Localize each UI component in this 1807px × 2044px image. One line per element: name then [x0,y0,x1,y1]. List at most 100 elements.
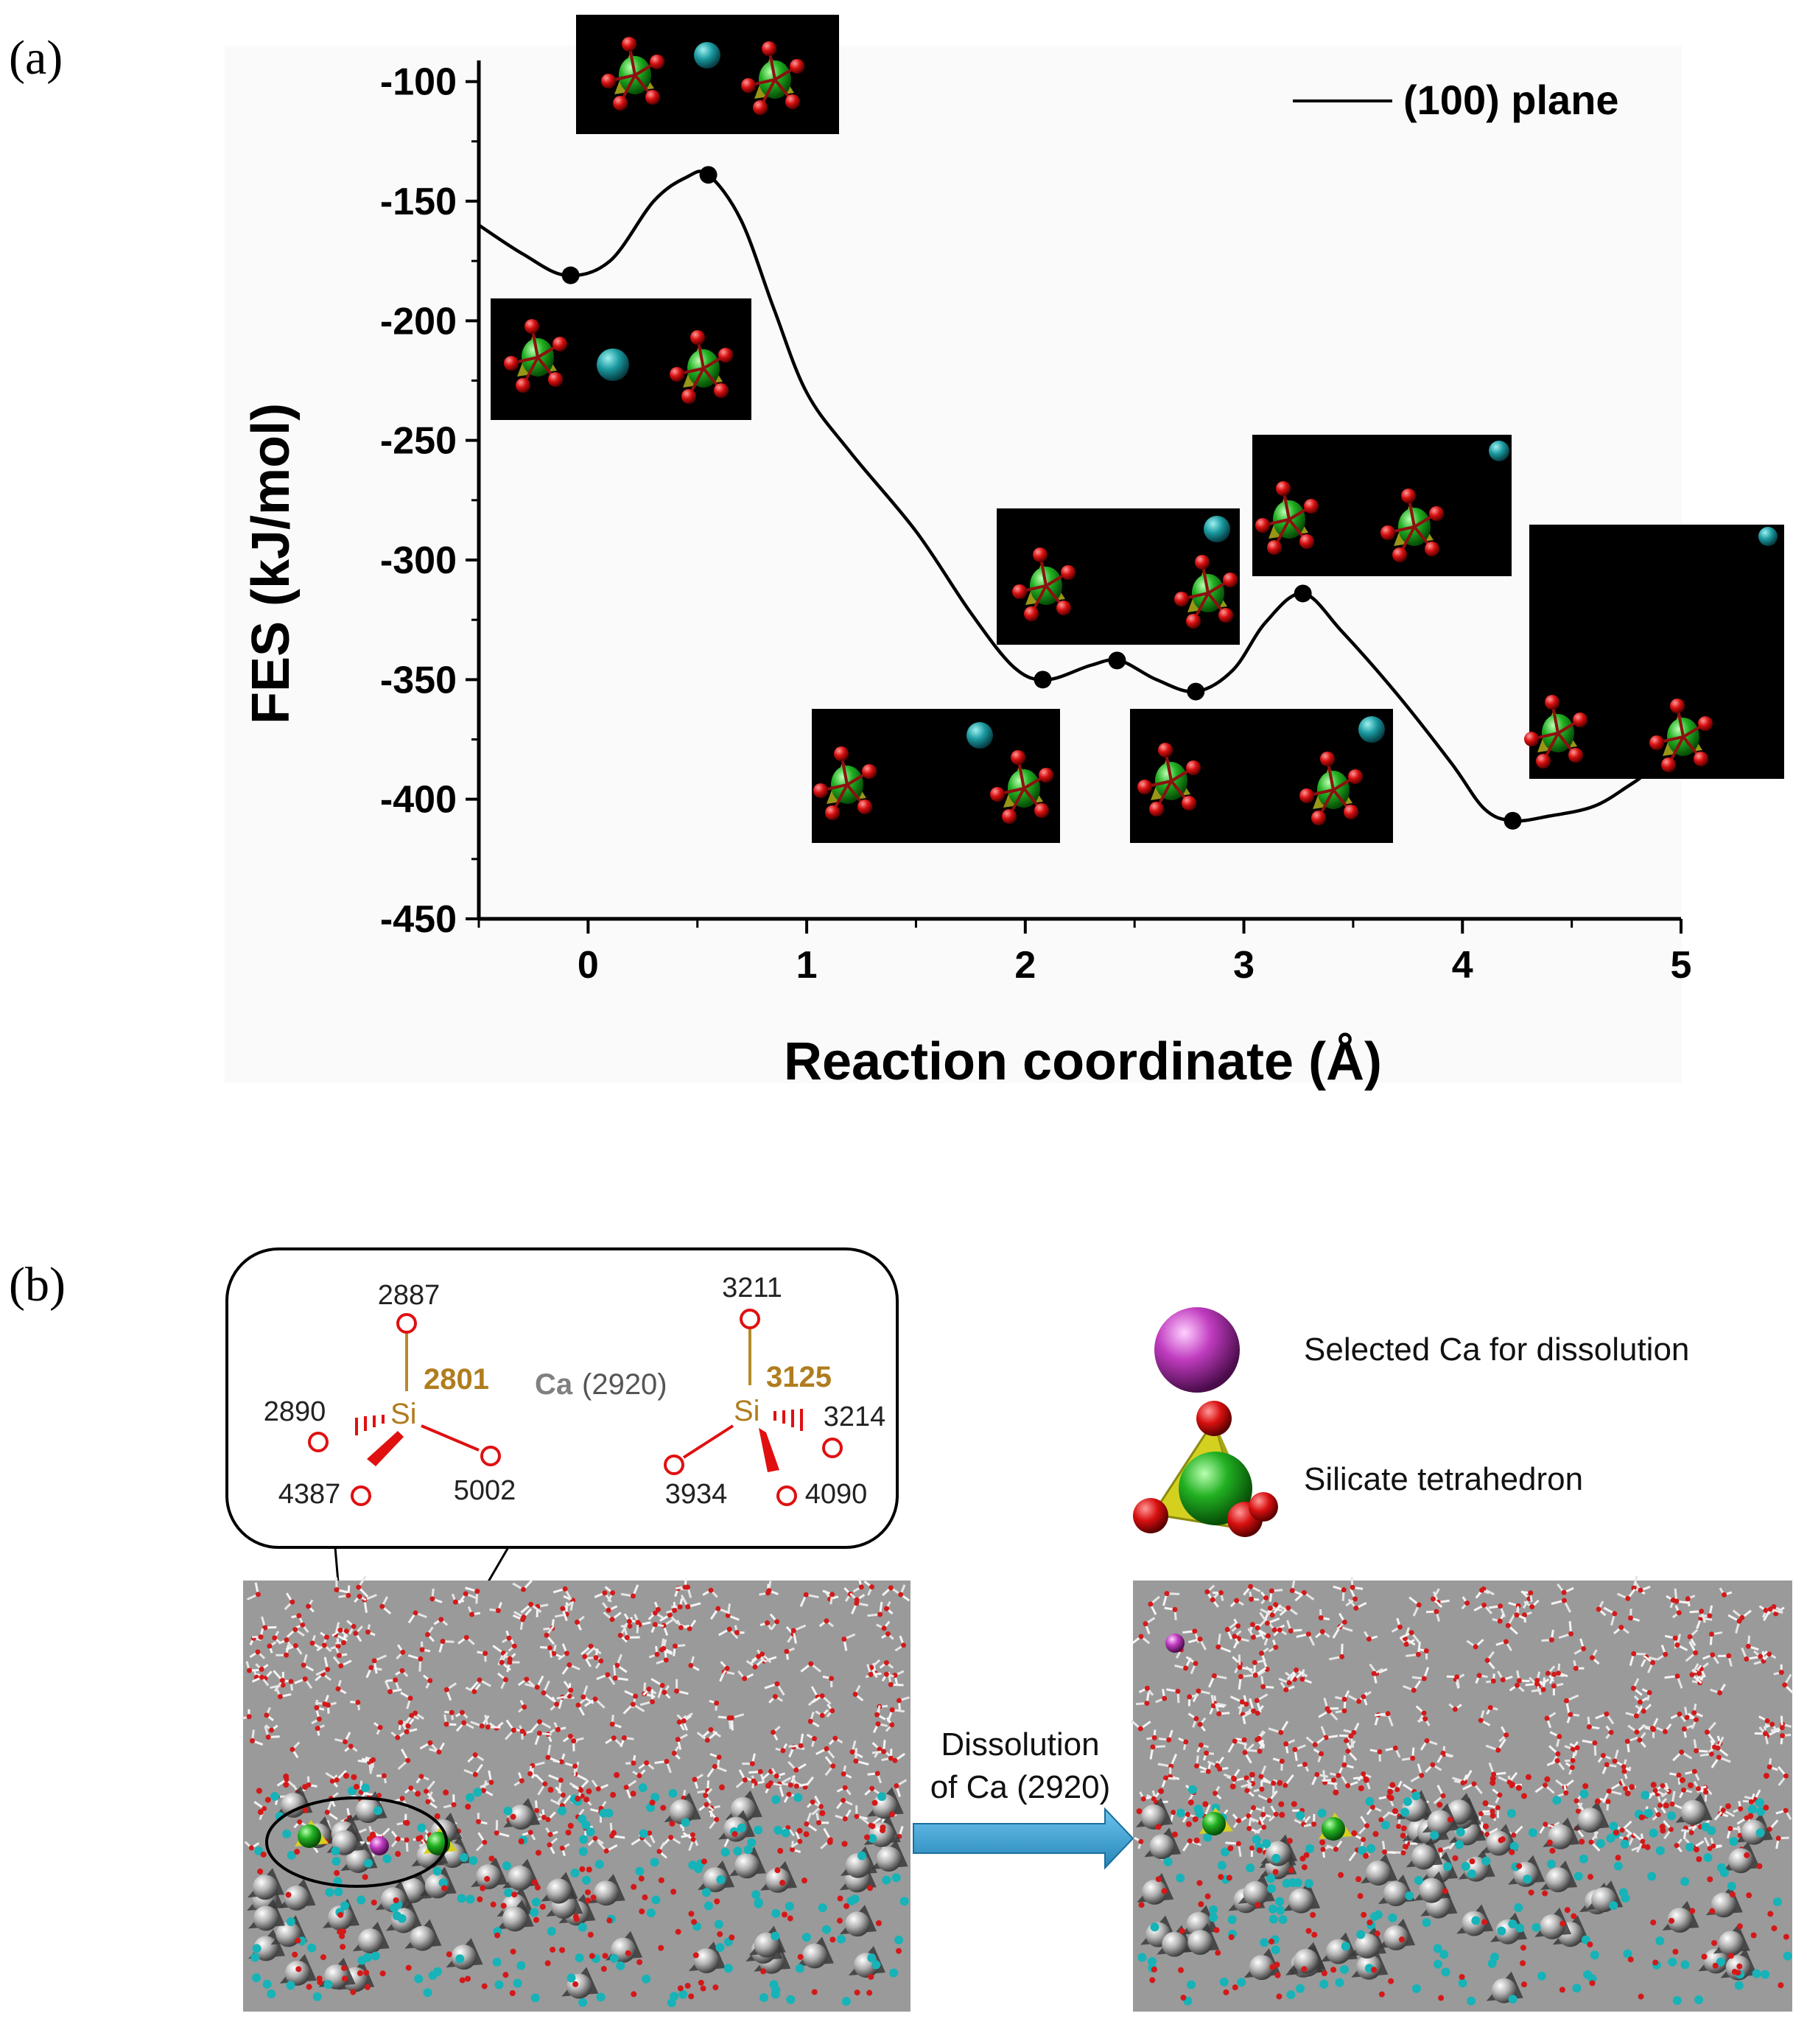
oxygen-atom [337,1911,344,1918]
oxygen-atom [1520,1945,1526,1951]
water-oxygen [297,1819,303,1825]
oxygen-atom [880,1827,886,1834]
water-oxygen [1621,1768,1627,1774]
water-oxygen [668,1835,674,1841]
oxygen-atom [579,1866,586,1872]
ca-ion [891,1873,901,1883]
water-oxygen [1314,1771,1320,1777]
ca-ion [417,1823,427,1833]
oxygen-atom [1650,1919,1657,1926]
ca-ion [703,1901,713,1911]
water-oxygen [1271,1780,1277,1786]
oxygen-atom [302,1807,309,1813]
water-oxygen [1183,1665,1189,1671]
water-oxygen [588,1643,594,1649]
water-oxygen [675,1737,681,1743]
si-atom [1486,1830,1512,1856]
water-oxygen [784,1648,790,1654]
water-oxygen [560,1606,566,1611]
water-oxygen [1259,1786,1265,1792]
oxygen-atom [337,1928,343,1935]
water-oxygen [1273,1602,1279,1608]
si-atom-label: Si [734,1395,760,1427]
si-atom [1741,1819,1766,1845]
water-oxygen [631,1760,636,1766]
si-atom [1411,1844,1436,1870]
oxygen-atom [572,1981,579,1987]
dissolution-arrow[interactable]: Dissolution of Ca (2920) [913,1726,1134,1870]
water-oxygen [892,1757,898,1763]
water-oxygen [292,1642,298,1648]
water-oxygen [1596,1606,1601,1612]
si-atom [1680,1799,1706,1825]
water-oxygen [418,1774,424,1779]
water-oxygen [1215,1644,1221,1650]
oxygen-atom [1276,1993,1283,2000]
water-oxygen [393,1677,399,1683]
water-oxygen [1637,1737,1643,1743]
water-oxygen [1397,1624,1403,1630]
water-oxygen [1662,1729,1668,1735]
water-oxygen [1516,1678,1522,1684]
oxygen-atom [1582,1783,1589,1790]
oxygen-atom [1226,1875,1232,1881]
ca-ion [1546,1859,1556,1869]
water-oxygen [1514,1682,1520,1688]
oxygen-atom [896,1947,902,1954]
water-oxygen [381,1773,387,1779]
md-box-before-atoms [242,1575,910,2008]
oxygen-atom [677,1985,684,1992]
water-oxygen [1660,1783,1666,1789]
ca-ion [1227,1915,1237,1925]
water-oxygen [511,1643,517,1649]
water-oxygen [551,1651,557,1656]
water-oxygen [348,1743,354,1749]
water-oxygen [502,1676,508,1682]
oxygen-atom [777,1847,784,1854]
water-oxygen [1498,1603,1504,1609]
oxygen-atom [494,1932,501,1939]
oxygen-atom [1459,1973,1465,1980]
water-oxygen [602,1590,608,1596]
water-oxygen [564,1651,569,1656]
ca-ion [557,1806,566,1816]
ca-ion [1461,1861,1470,1871]
water-oxygen [611,1735,617,1741]
water-oxygen [1286,1680,1292,1686]
water-oxygen [756,1653,762,1659]
x-tick-label: 1 [796,944,818,987]
oxygen-atom [1218,1874,1224,1880]
oxygen-atom [1185,1821,1192,1827]
water-oxygen [1780,1733,1786,1739]
oxygen-atom [1490,1813,1496,1819]
water-oxygen [1251,1708,1257,1714]
water-oxygen [1216,1711,1222,1717]
water-oxygen [510,1727,516,1733]
water-oxygen [1243,1701,1249,1707]
water-oxygen [1464,1600,1470,1606]
oxygen-atom [518,1838,524,1844]
oxygen-atom [692,1952,699,1959]
ca-ion [786,1995,796,2004]
water-oxygen [609,1617,615,1623]
water-oxygen [554,1701,560,1707]
water-oxygen [463,1591,469,1597]
water-oxygen [678,1625,684,1631]
oxygen-atom [292,1951,298,1958]
ca-ion [1282,1878,1291,1888]
ca-ion [1761,1970,1770,1979]
ca-ion [516,1961,526,1970]
ca-ion [1668,1957,1677,1967]
ca-ion [1422,1918,1431,1928]
water-oxygen [1679,1749,1685,1755]
oxygen-atom [700,1985,706,1992]
water-oxygen [1266,1798,1272,1804]
water-oxygen [889,1707,895,1713]
water-oxygen [1573,1665,1579,1671]
oxygen-atom [379,1970,386,1977]
oxygen-atom [760,1968,767,1975]
oxygen-atom [1589,1980,1596,1987]
water-oxygen [368,1665,374,1670]
si-atom [1266,1841,1291,1866]
water-oxygen [1235,1623,1241,1629]
